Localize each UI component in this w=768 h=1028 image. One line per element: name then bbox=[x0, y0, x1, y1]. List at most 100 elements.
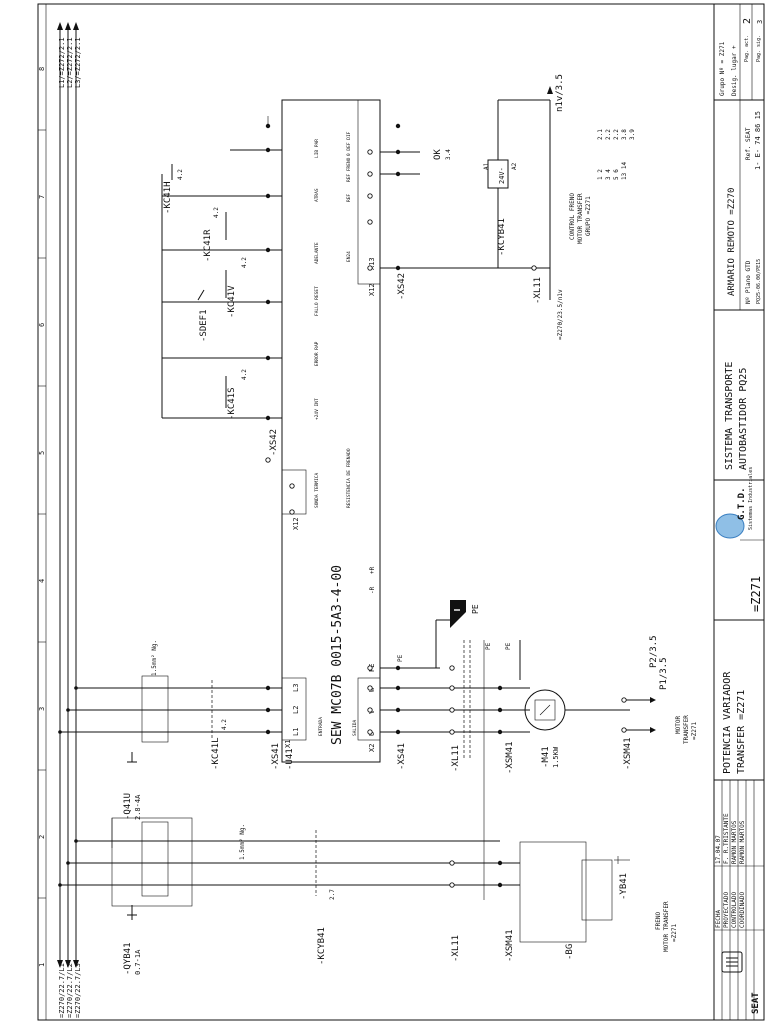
motor-tag: -M41 bbox=[541, 746, 551, 768]
title-label: CONTROLADO bbox=[731, 891, 738, 928]
system-title: SISTEMA TRANSPORTE bbox=[724, 362, 735, 470]
plan-value: PQ25-06.00/PE15 bbox=[756, 259, 762, 304]
cable-spec: 1.5mm² Ng. bbox=[239, 824, 246, 860]
terminal-strip-tag: -XL11 bbox=[451, 935, 461, 962]
inverter-section: SONDA TERMICA bbox=[314, 472, 320, 508]
brake-control: -XSM41 -XL11 -BG -YB41 FRENO MOTOR TRANS… bbox=[440, 841, 678, 962]
signal-ref: P1/3.5 bbox=[659, 657, 669, 690]
terminal-strip-tag: -XS42 bbox=[397, 273, 407, 300]
note-line: MOTOR TRANSFER bbox=[577, 193, 584, 244]
control-freno-note: CONTROL FRENO MOTOR TRANSFER GRUPO =Z271… bbox=[569, 129, 636, 244]
pe-label: PE bbox=[505, 642, 512, 650]
inverter-pin: U bbox=[368, 732, 376, 736]
column-label: 5 bbox=[38, 451, 46, 455]
breaker-q41u: -Q41U 2.8-4A 1.5mm² Ng. bbox=[60, 640, 200, 820]
inverter-pin: -R bbox=[369, 586, 376, 594]
motor-note: MOTOR bbox=[675, 716, 682, 734]
note-line: GRUPO =Z271 bbox=[585, 196, 592, 236]
sheet-frame bbox=[37, 3, 715, 1021]
io-label: REF FRENO bbox=[346, 157, 352, 182]
company-name: G.T.D. bbox=[737, 487, 747, 520]
motor-wiring: -XS41 -XL11 -XSM41 PE PE PE bbox=[380, 619, 530, 900]
note-ref: 2.1 bbox=[597, 129, 604, 140]
ok-ref: 3.4 bbox=[445, 149, 452, 160]
column-label: 4 bbox=[38, 579, 46, 583]
terminal-strip-tag: -XSM41 bbox=[505, 929, 515, 962]
io-label: ATRAS bbox=[314, 188, 320, 202]
note-ref: 3.8 bbox=[621, 129, 628, 140]
io-label: ADELANTE bbox=[314, 242, 320, 264]
inverter-section: ENTRADA bbox=[318, 717, 324, 736]
terminal-strip-tag: -XL11 bbox=[533, 277, 543, 304]
column-label: 3 bbox=[38, 707, 46, 711]
terminal-strip-tag: -XS41 bbox=[397, 743, 407, 770]
n1v-ref: n1v/3.5 bbox=[555, 74, 565, 112]
inverter-connector: X12 bbox=[368, 283, 376, 296]
seat-logo-icon bbox=[721, 951, 743, 973]
coil-pin: A1 bbox=[483, 162, 490, 170]
breaker-tag: -Q41U bbox=[123, 793, 133, 820]
column-label: 2 bbox=[38, 835, 46, 839]
inverter-sew: SEW MC07B 0015-5A3-4-00 L1 L2 L3 ENTRADA… bbox=[281, 99, 381, 763]
contact-ref: 4.2 bbox=[241, 369, 248, 380]
group-code: =Z271 bbox=[749, 576, 763, 612]
supply-right-ref: L3/=Z272/2.1 bbox=[74, 37, 82, 88]
inverter-pin: L2 bbox=[292, 706, 300, 714]
inverter-inputs bbox=[268, 687, 282, 733]
relay-kcyb41-coil: 24V- A1 A2 -KCYB41 n1v/3.5 =Z270/23.5/n1… bbox=[380, 74, 565, 340]
sheet-number: 2 bbox=[742, 18, 753, 24]
column-label: 8 bbox=[38, 67, 46, 71]
note-pair: 1 2 bbox=[597, 169, 604, 180]
inverter-section: RESISTENCIA DE FRENADO bbox=[346, 448, 352, 508]
inverter-connector: X1 bbox=[284, 740, 292, 748]
inverter-pin: +R bbox=[369, 566, 376, 574]
terminal-strip-tag: -XL11 bbox=[451, 745, 461, 772]
io-label: 0 DEF DIF bbox=[346, 131, 352, 156]
breaker-rating: 2.8-4A bbox=[134, 794, 142, 820]
drawing-title: POTENCIA VARIADOR bbox=[722, 671, 733, 774]
note-ref: 2.2 bbox=[605, 129, 612, 140]
motor-power: 1.5KW bbox=[552, 746, 560, 768]
supply-left-ref: =Z270/22.7/L3 bbox=[74, 963, 82, 1018]
title-label: FECHA bbox=[715, 910, 722, 928]
company-subtitle: Sistemas Industriales bbox=[748, 467, 754, 530]
contactor-ref: 4.2 bbox=[221, 719, 228, 730]
note-pair: 5 6 bbox=[613, 169, 620, 180]
title-label: PROYECTADO bbox=[723, 891, 730, 928]
pe-ground-symbol: PE bbox=[450, 600, 480, 628]
contactor-kcyb41: -KCYB41 2.7 1.5mm² Ng. bbox=[190, 824, 500, 965]
contact-tag: -KC41S bbox=[227, 387, 237, 420]
inverter-connector: X13 bbox=[368, 257, 376, 270]
supply-left-ref: =Z270/22.7/L2 bbox=[66, 963, 74, 1018]
brake-note: MOTOR TRANSFER bbox=[663, 901, 670, 952]
sheet-label: Pag. sig. bbox=[756, 35, 762, 62]
n1v-ref: =Z270/23.5/n1v bbox=[557, 289, 564, 340]
ok-label: OK bbox=[433, 149, 443, 160]
inverter-pin: L1 bbox=[292, 728, 300, 736]
cabinet-name: ARMARIO REMOTO =Z270 bbox=[727, 188, 737, 296]
motor-note: =Z271 bbox=[691, 722, 698, 740]
contact-ref: 4.2 bbox=[241, 257, 248, 268]
io-label: REF bbox=[346, 194, 352, 202]
signal-ref: P2/3.5 bbox=[649, 635, 659, 668]
column-label: 1 bbox=[38, 963, 46, 967]
ref-value: 1- E- 74 86 15 bbox=[754, 111, 762, 170]
column-label: 7 bbox=[38, 195, 46, 199]
note-pair: 13 14 bbox=[621, 162, 628, 180]
brake-tag: -YB41 bbox=[619, 873, 629, 900]
coil-voltage: 24V- bbox=[498, 167, 506, 184]
terminal-strip-tag: -XS41 bbox=[271, 743, 281, 770]
pe-label: PE bbox=[471, 604, 480, 614]
title-value: 17.04.07 bbox=[715, 835, 722, 864]
contactor-tag: -KC41L bbox=[211, 737, 221, 770]
contact-tag: -SDEF1 bbox=[199, 309, 209, 342]
io-label: FALLO RESET bbox=[314, 286, 320, 316]
inverter-pin: L3 bbox=[292, 684, 300, 692]
motor-note: TRANSFER bbox=[683, 715, 690, 744]
note-pair: 3 4 bbox=[605, 169, 612, 180]
supply-right-ref: L1/=Z272/2.1 bbox=[58, 37, 66, 88]
io-label: +24V INT bbox=[314, 398, 320, 420]
brand-name: SEAT bbox=[751, 992, 761, 1014]
